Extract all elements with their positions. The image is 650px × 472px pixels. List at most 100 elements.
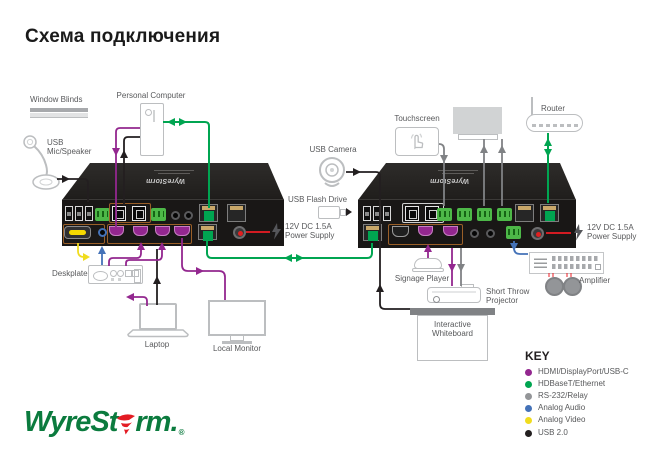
local-monitor-label: Local Monitor bbox=[212, 344, 262, 353]
key-dot-hdmi bbox=[525, 369, 532, 376]
amplifier-label: Amplifier bbox=[579, 276, 611, 285]
line-deskplate-hdmi-1 bbox=[108, 246, 142, 266]
phoenix-port bbox=[151, 208, 166, 221]
ethernet-port bbox=[227, 204, 246, 222]
key-dot-usb bbox=[525, 430, 532, 437]
touchscreen-icon bbox=[395, 127, 439, 156]
usb-a-port bbox=[65, 206, 73, 221]
local-monitor-icon bbox=[208, 300, 266, 336]
usb-a-port bbox=[85, 206, 93, 221]
usb-b-port bbox=[425, 206, 439, 221]
logo-text-suffix: rm. bbox=[135, 406, 178, 438]
line-monitor-hdmi bbox=[181, 238, 226, 300]
vga-port bbox=[64, 226, 91, 239]
hdbaset-in-port bbox=[363, 224, 382, 241]
signage-player-label: Signage Player bbox=[394, 274, 450, 283]
audio-jack bbox=[184, 211, 193, 220]
key-dot-analog-video bbox=[525, 417, 532, 424]
hdmi-out-port bbox=[174, 226, 190, 236]
hdmi-port bbox=[133, 226, 148, 236]
audio-jack bbox=[486, 229, 495, 238]
whiteboard-label: Interactive Whiteboard bbox=[432, 320, 473, 339]
gray-device-icon bbox=[453, 107, 502, 134]
device-brand-mark: WyreStorm bbox=[430, 177, 470, 184]
speaker-left-icon bbox=[545, 277, 564, 296]
ethernet-port bbox=[540, 204, 559, 222]
audio-jack bbox=[470, 229, 479, 238]
tornado-icon bbox=[117, 414, 136, 435]
usb-flash-drive-icon bbox=[318, 206, 340, 219]
power-jack bbox=[531, 227, 544, 240]
power-supply-left-label: 12V DC 1.5A Power Supply bbox=[285, 222, 335, 241]
window-blinds-label: Window Blinds bbox=[30, 95, 83, 104]
whiteboard-rail bbox=[410, 308, 495, 315]
usb-a-port bbox=[363, 206, 371, 221]
signage-player-base bbox=[412, 268, 444, 272]
registered-mark: ® bbox=[178, 428, 185, 437]
usb-mic-icon bbox=[23, 135, 60, 190]
hdmi-port bbox=[155, 226, 170, 236]
usb-flash-drive-plug bbox=[340, 209, 346, 216]
window-blinds-icon-bar2 bbox=[30, 113, 88, 118]
hdmi-group-outline bbox=[107, 224, 192, 244]
deskplate-icon bbox=[88, 265, 143, 284]
usb-a-port bbox=[75, 206, 83, 221]
power-supply-right-label: 12V DC 1.5A Power Supply bbox=[587, 223, 637, 242]
hdmi-port bbox=[109, 226, 124, 236]
key-dot-analog-audio bbox=[525, 405, 532, 412]
phoenix-port bbox=[497, 208, 512, 221]
projector-icon bbox=[427, 287, 481, 303]
projector-label: Short Throw Projector bbox=[486, 287, 530, 306]
power-bolt-left-icon bbox=[272, 223, 281, 240]
hdbaset-out-port bbox=[198, 224, 217, 241]
ethernet-port bbox=[199, 204, 218, 222]
personal-computer-label: Personal Computer bbox=[116, 91, 186, 100]
key-dot-hdbaset bbox=[525, 381, 532, 388]
router-antenna bbox=[531, 97, 533, 116]
wyrestorm-logo: WyreSt rm. ® bbox=[24, 406, 184, 439]
receiver-device: WyreStorm bbox=[358, 163, 576, 248]
device-brand-mark: WyreStorm bbox=[146, 177, 186, 184]
key-title: KEY bbox=[525, 349, 550, 363]
usb-b-port bbox=[405, 206, 419, 221]
logo-text-prefix: WyreSt bbox=[24, 406, 118, 438]
laptop-icon bbox=[139, 303, 177, 330]
phoenix-port bbox=[477, 208, 492, 221]
usb-a-port bbox=[373, 206, 381, 221]
touchscreen-label: Touchscreen bbox=[394, 114, 440, 123]
hdmi-out-port bbox=[443, 226, 458, 236]
router-icon bbox=[526, 114, 583, 132]
hdmi-port bbox=[392, 226, 409, 237]
amplifier-icon bbox=[529, 252, 604, 274]
usb-flash-drive-label: USB Flash Drive bbox=[288, 195, 348, 204]
flash-drive-arrow bbox=[346, 208, 352, 216]
usb-b-port bbox=[132, 206, 146, 221]
window-blinds-icon bbox=[30, 108, 88, 112]
usb-camera-label: USB Camera bbox=[309, 145, 357, 154]
switcher-rear-panel bbox=[62, 199, 284, 246]
local-monitor-base bbox=[222, 341, 252, 344]
key-dot-rs232 bbox=[525, 393, 532, 400]
phoenix-port bbox=[95, 208, 110, 221]
power-jack bbox=[233, 226, 246, 239]
deskplate-label: Deskplate bbox=[52, 269, 88, 278]
speaker-right-icon bbox=[563, 277, 582, 296]
line-deskplate-hdmi-2 bbox=[125, 246, 163, 266]
audio-in-jack bbox=[98, 228, 107, 237]
phoenix-port bbox=[437, 208, 452, 221]
laptop-base bbox=[127, 329, 189, 338]
gray-device-base bbox=[458, 134, 498, 140]
phoenix-port bbox=[457, 208, 472, 221]
page-title: Схема подключения bbox=[25, 26, 221, 47]
switcher-device: WyreStorm bbox=[62, 163, 284, 246]
usb-b-port bbox=[112, 206, 126, 221]
local-monitor-stand bbox=[230, 336, 244, 341]
receiver-rear-panel bbox=[358, 199, 576, 248]
router-label: Router bbox=[541, 104, 566, 113]
whiteboard-icon bbox=[417, 315, 488, 361]
video-arrows bbox=[83, 253, 90, 261]
audio-jack bbox=[171, 211, 180, 220]
hdmi-port bbox=[418, 226, 433, 236]
usb-camera-icon bbox=[319, 157, 345, 187]
